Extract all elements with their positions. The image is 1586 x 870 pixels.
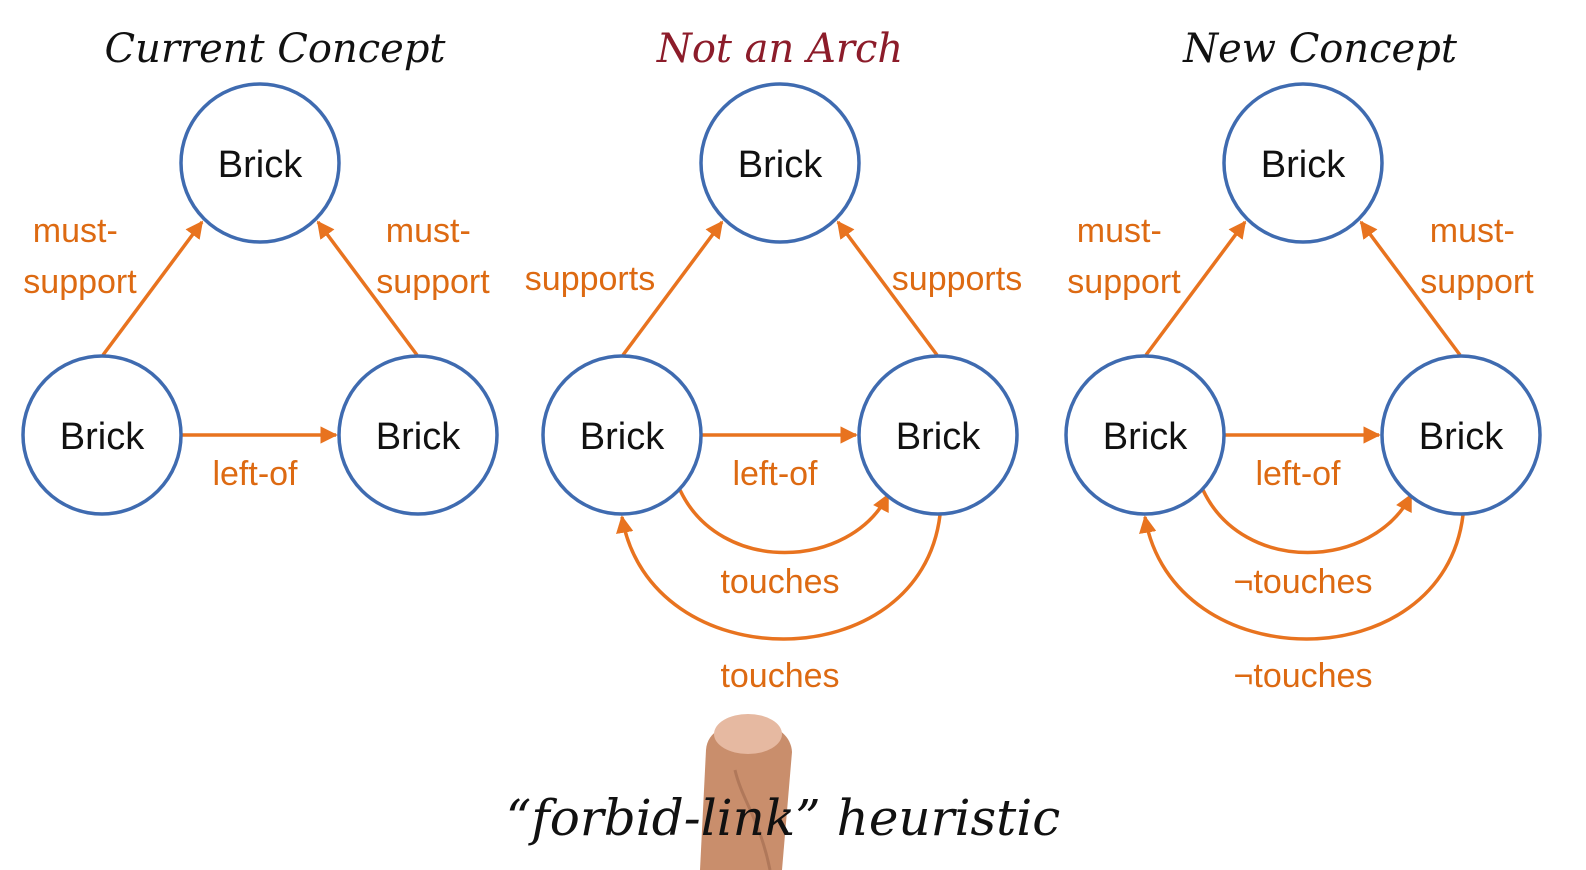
edge-label-left-of: left-of <box>1255 455 1341 493</box>
edge-right-to-top <box>316 220 419 357</box>
edge-label-must-support-left: must- support <box>23 212 137 301</box>
edge-inner-touches <box>678 489 890 555</box>
node-top-brick <box>1222 82 1384 244</box>
panel-new-concept: New Concept must- support must- support … <box>1064 26 1542 695</box>
edge-label-inner-not-touches: ¬touches <box>1234 563 1373 601</box>
node-left-brick <box>541 354 703 516</box>
panel-title: Current Concept <box>104 26 446 72</box>
edge-outer-not-touches <box>1139 514 1465 641</box>
edge-label-left-of: left-of <box>212 455 298 493</box>
node-label: Brick <box>1103 416 1188 458</box>
edge-label-outer-touches: touches <box>720 657 839 695</box>
pointing-finger-icon <box>700 714 792 870</box>
edge-label-outer-not-touches: ¬touches <box>1234 657 1373 695</box>
edge-label-left-of: left-of <box>732 455 818 493</box>
node-right-brick <box>337 354 499 516</box>
node-top-brick <box>699 82 861 244</box>
edge-label-must-support-left: must- support <box>1067 212 1181 301</box>
node-label: Brick <box>738 144 823 186</box>
node-right-brick <box>1380 354 1542 516</box>
edge-left-to-top <box>101 220 204 357</box>
panel-current-concept: Current Concept must- support must- supp… <box>21 26 499 516</box>
edge-left-to-top <box>1144 220 1247 357</box>
edge-label-supports-left: supports <box>525 260 655 298</box>
node-label: Brick <box>1261 144 1346 186</box>
node-label: Brick <box>376 416 461 458</box>
node-left-brick <box>1064 354 1226 516</box>
node-label: Brick <box>580 416 665 458</box>
edge-label-inner-touches: touches <box>720 563 839 601</box>
node-label: Brick <box>60 416 145 458</box>
node-top-brick <box>179 82 341 244</box>
panel-not-an-arch: Not an Arch supports supports left-of to… <box>525 26 1022 695</box>
panel-title: Not an Arch <box>656 26 903 72</box>
node-right-brick <box>857 354 1019 516</box>
edge-right-to-top <box>836 220 939 357</box>
caption-forbid-link-heuristic: “forbid-link” heuristic <box>506 789 1061 847</box>
node-label: Brick <box>896 416 981 458</box>
edge-right-to-top <box>1359 220 1462 357</box>
node-left-brick <box>21 354 183 516</box>
panel-title: New Concept <box>1182 26 1458 72</box>
node-label: Brick <box>1419 416 1504 458</box>
edge-label-must-support-right: must- support <box>376 212 490 301</box>
edge-label-must-support-right: must- support <box>1420 212 1534 301</box>
edge-inner-not-touches <box>1201 489 1413 555</box>
edge-label-supports-right: supports <box>892 260 1022 298</box>
edge-outer-touches <box>616 514 942 641</box>
node-label: Brick <box>218 144 303 186</box>
edge-left-to-top <box>621 220 724 357</box>
